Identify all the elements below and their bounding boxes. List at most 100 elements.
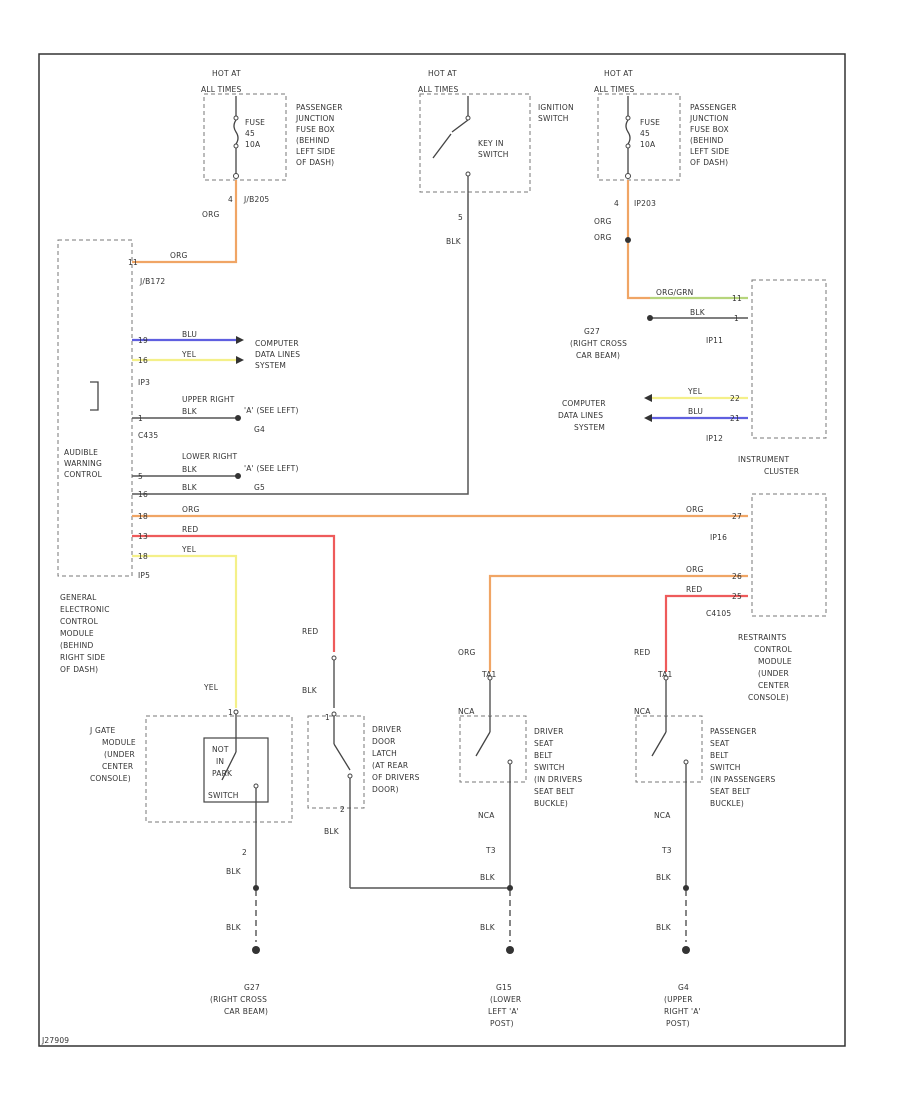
driver-belt-desc-6: BUCKLE) — [534, 799, 568, 808]
jgate-desc-4: CONSOLE) — [90, 774, 131, 783]
fuse-right-desc-5: OF DASH) — [690, 158, 728, 167]
gem-desc-0: GENERAL — [60, 593, 97, 602]
fuse-left-hot2-label: ALL TIMES — [201, 85, 241, 94]
door-desc-2: LATCH — [372, 749, 397, 758]
pass-belt-desc-3: SWITCH — [710, 763, 741, 772]
jgate-wire-top: YEL — [203, 683, 219, 692]
driver-belt-pin-bot2: T3 — [485, 846, 496, 855]
door-desc-3: (AT REAR — [372, 761, 408, 770]
ignition-title-0: IGNITION — [538, 103, 574, 112]
upper-right-2: G4 — [254, 425, 265, 434]
driver-door-latch: RED BLK 1 DRIVER DOOR LATCH (AT REAR OF … — [302, 627, 419, 888]
cluster-title-0: INSTRUMENT — [738, 455, 789, 464]
cluster-w-4: ORG — [686, 505, 704, 514]
cluster-conn2: IP12 — [706, 434, 723, 443]
ignition-switch: HOT AT ALL TIMES IGNITION SWITCH KEY IN … — [418, 69, 574, 246]
cluster-w-0: ORG/GRN — [656, 288, 694, 297]
driver-belt-wire-bot: BLK — [480, 873, 496, 882]
restraint-conn: C4105 — [706, 609, 731, 618]
jgate-ground-2: CAR BEAM) — [224, 1007, 268, 1016]
gem-pin-6: 18 — [138, 512, 148, 521]
gem-module: 11 J/B172 ORG 19 BLU 16 YEL IP3 COMPUTER… — [57, 239, 748, 708]
fuse-right-desc-1: JUNCTION — [689, 114, 728, 123]
lower-right-1: 'A' (SEE LEFT) — [244, 464, 299, 473]
gem-w-blu: BLU — [182, 330, 197, 339]
driver-belt-ground-0: G15 — [496, 983, 512, 992]
restraint-pin-org: 26 — [732, 572, 742, 581]
gem-audible-1: WARNING — [64, 459, 102, 468]
gem-conn-top: J/B172 — [139, 277, 165, 286]
driver-belt-desc-5: SEAT BELT — [534, 787, 575, 796]
cluster-pin-0: 11 — [732, 294, 742, 303]
gem-pin-2: 16 — [138, 356, 148, 365]
fuse-right-num: 45 — [640, 129, 650, 138]
cdl-left-1: DATA LINES — [255, 350, 300, 359]
gem-w-blk2: BLK — [182, 465, 198, 474]
g27-right-1: (RIGHT CROSS — [570, 339, 627, 348]
fuse-left-desc-4: LEFT SIDE — [296, 147, 335, 156]
ignition-title-1: SWITCH — [538, 114, 569, 123]
door-wire-top: RED — [302, 627, 318, 636]
pass-belt-wire-bot: BLK — [656, 873, 672, 882]
page-code: J27909 — [41, 1036, 69, 1045]
door-pin-bot: 2 — [340, 805, 345, 814]
pass-belt-ground-0: G4 — [678, 983, 689, 992]
restraint-title-5: CONSOLE) — [748, 693, 789, 702]
driver-belt-wire-bot2: BLK — [480, 923, 496, 932]
jgate-desc-1: MODULE — [102, 738, 136, 747]
gem-desc-6: OF DASH) — [60, 665, 98, 674]
jgate-desc-2: (UNDER — [104, 750, 135, 759]
fuse-left-desc-0: PASSENGER — [296, 103, 343, 112]
fuse-left: HOT AT ALL TIMES FUSE 45 10A PASSENGER J… — [201, 69, 343, 219]
gem-pin-3: 1 — [138, 414, 143, 423]
door-desc-5: DOOR) — [372, 785, 399, 794]
ground-g15-icon — [506, 946, 514, 954]
ground-g4-icon — [682, 946, 690, 954]
driver-belt-pin-top: TA1 — [481, 670, 497, 679]
pass-belt-sw-top: NCA — [634, 707, 651, 716]
driver-belt-ground-1: (LOWER — [490, 995, 521, 1004]
restraint-title-0: RESTRAINTS — [738, 633, 787, 642]
pass-belt-wire-top: RED — [634, 648, 650, 657]
gem-desc-1: ELECTRONIC — [60, 605, 110, 614]
wire-fuse-right-to-cluster-a — [626, 243, 650, 300]
door-wire-bot: BLK — [324, 827, 340, 836]
driver-belt-desc-1: SEAT — [534, 739, 554, 748]
gem-desc-3: MODULE — [60, 629, 94, 638]
upper-right-0: UPPER RIGHT — [182, 395, 235, 404]
fuse-left-hot-label: HOT AT — [212, 69, 241, 78]
driver-seat-belt-switch: ORG TA1 NCA DRIVER SEAT BELT SWITCH (IN … — [458, 648, 582, 1028]
upper-right-1: 'A' (SEE LEFT) — [244, 406, 299, 415]
ignition-wire: BLK — [446, 237, 462, 246]
restraint-w-red: RED — [686, 585, 702, 594]
fuse-right-conn: IP203 — [634, 199, 656, 208]
restraint-title-1: CONTROL — [754, 645, 793, 654]
cluster-pin-4: 27 — [732, 512, 742, 521]
fuse-right-wire1: ORG — [594, 217, 612, 226]
jgate-ground-1: (RIGHT CROSS — [210, 995, 267, 1004]
cluster-w-1: BLK — [690, 308, 706, 317]
ignition-key-0: KEY IN — [478, 139, 504, 148]
gem-desc-5: RIGHT SIDE — [60, 653, 105, 662]
driver-belt-desc-4: (IN DRIVERS — [534, 775, 582, 784]
fuse-left-desc-5: OF DASH) — [296, 158, 334, 167]
fuse-right-hot2: ALL TIMES — [594, 85, 634, 94]
gem-pin-1: 19 — [138, 336, 148, 345]
driver-belt-ground-2: LEFT 'A' — [488, 1007, 519, 1016]
cluster-pin-1: 1 — [734, 314, 739, 323]
driver-belt-desc-3: SWITCH — [534, 763, 565, 772]
gem-pin-0: 11 — [128, 258, 138, 267]
instrument-cluster: ORG/GRN 11 BLK 1 G27 (RIGHT CROSS CAR BE… — [558, 279, 827, 617]
fuse-right-wire2: ORG — [594, 233, 612, 242]
fuse-right-desc-2: FUSE BOX — [690, 125, 729, 134]
gem-w-org: ORG — [170, 251, 188, 260]
cluster-w-2: YEL — [687, 387, 703, 396]
fuse-right-desc-4: LEFT SIDE — [690, 147, 729, 156]
driver-belt-desc-2: BELT — [534, 751, 553, 760]
fuse-left-fuse: FUSE — [245, 118, 265, 127]
gem-audible-2: CONTROL — [64, 470, 103, 479]
driver-belt-wire-top: ORG — [458, 648, 476, 657]
ignition-pin: 5 — [458, 213, 463, 222]
fuse-right-hot: HOT AT — [604, 69, 633, 78]
fuse-left-desc-2: FUSE BOX — [296, 125, 335, 134]
